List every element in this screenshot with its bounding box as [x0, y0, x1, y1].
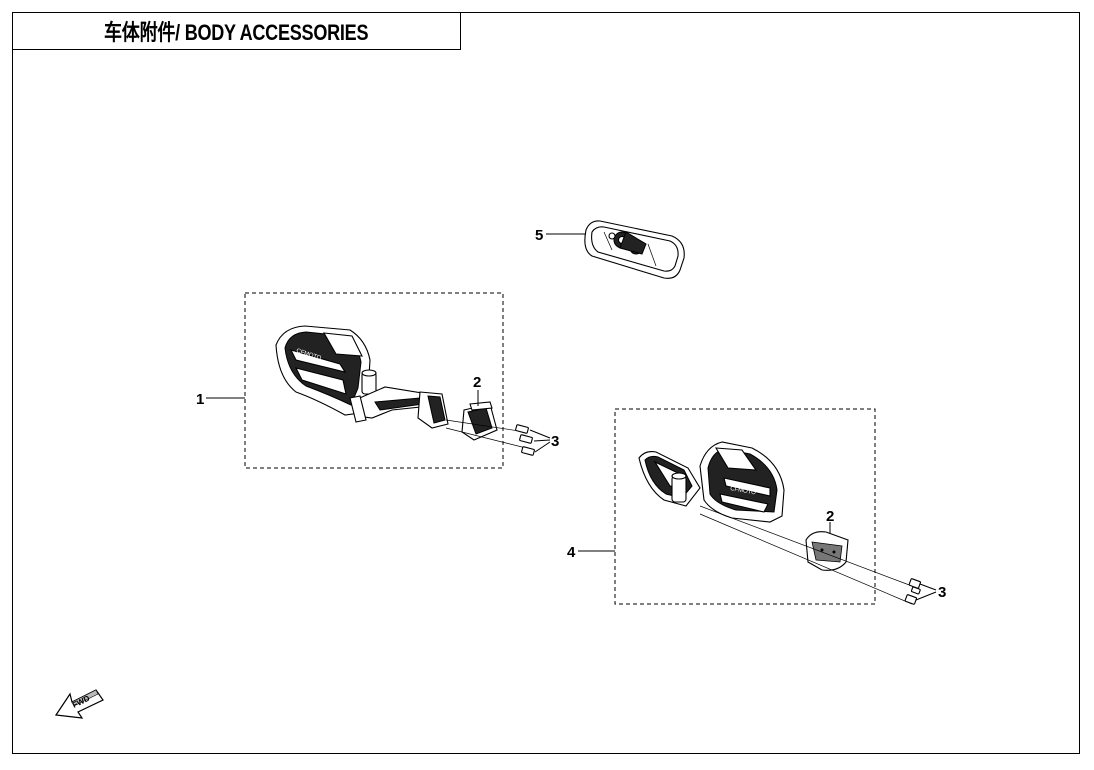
group-box-right-handguard: [614, 408, 876, 605]
page-title: 车体附件/ BODY ACCESSORIES: [104, 20, 369, 45]
left-handguard: CFMOTO: [275, 325, 371, 416]
callout-3-right: 3: [938, 584, 946, 601]
callout-2-left: 2: [473, 374, 481, 391]
right-clamp: [805, 531, 849, 571]
right-handguard: CFMOTO: [699, 441, 785, 523]
left-mount-arm: [349, 369, 449, 429]
left-bolts: [445, 419, 535, 456]
group-box-left-handguard: [244, 292, 504, 469]
callout-3-left: 3: [551, 433, 559, 450]
callout-1: 1: [196, 391, 204, 408]
title-block: 车体附件/ BODY ACCESSORIES: [12, 12, 461, 50]
callout-2-right: 2: [826, 508, 834, 525]
right-mount-arm: [638, 451, 701, 507]
svg-text:CFMOTO: CFMOTO: [730, 486, 757, 496]
callout-4: 4: [567, 544, 576, 561]
right-bolts: [699, 505, 921, 605]
rearview-mirror: [584, 220, 685, 279]
left-clamp: [461, 401, 498, 441]
drawing-frame: [12, 12, 1080, 754]
forward-direction-arrow-icon: FWD: [54, 689, 104, 719]
callout-5: 5: [535, 227, 543, 244]
